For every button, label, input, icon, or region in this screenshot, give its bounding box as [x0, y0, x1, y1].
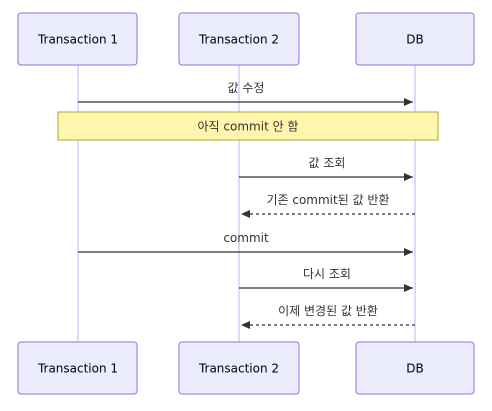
actor-transaction-2-top: Transaction 2: [178, 12, 300, 66]
actor-label: DB: [406, 33, 423, 47]
message-label: 기존 commit된 값 반환: [266, 193, 389, 207]
actor-transaction-2-bottom: Transaction 2: [178, 341, 300, 395]
actor-label: Transaction 1: [37, 33, 118, 47]
message-query-value: 값 조회: [239, 156, 413, 181]
actor-label: Transaction 1: [37, 362, 118, 376]
message-return-old-value: 기존 commit된 값 반환: [241, 193, 415, 218]
message-return-new-value: 이제 변경된 값 반환: [241, 304, 415, 329]
note-not-committed: 아직 commit 안 함: [57, 111, 439, 141]
message-label: commit: [223, 231, 269, 245]
actor-transaction-1-top: Transaction 1: [17, 12, 138, 66]
message-label: 다시 조회: [303, 267, 351, 281]
actor-db-bottom: DB: [355, 341, 475, 395]
note-label: 아직 commit 안 함: [198, 120, 299, 134]
message-label: 이제 변경된 값 반환: [278, 304, 378, 318]
actor-label: Transaction 2: [198, 33, 279, 47]
actor-label: DB: [406, 362, 423, 376]
message-query-again: 다시 조회: [239, 267, 413, 292]
message-modify-value: 값 수정: [78, 81, 413, 106]
message-label: 값 수정: [228, 81, 265, 95]
actor-transaction-1-bottom: Transaction 1: [17, 341, 138, 395]
actor-label: Transaction 2: [198, 362, 279, 376]
message-commit: commit: [78, 231, 413, 256]
message-label: 값 조회: [309, 156, 346, 170]
actor-db-top: DB: [355, 12, 475, 66]
